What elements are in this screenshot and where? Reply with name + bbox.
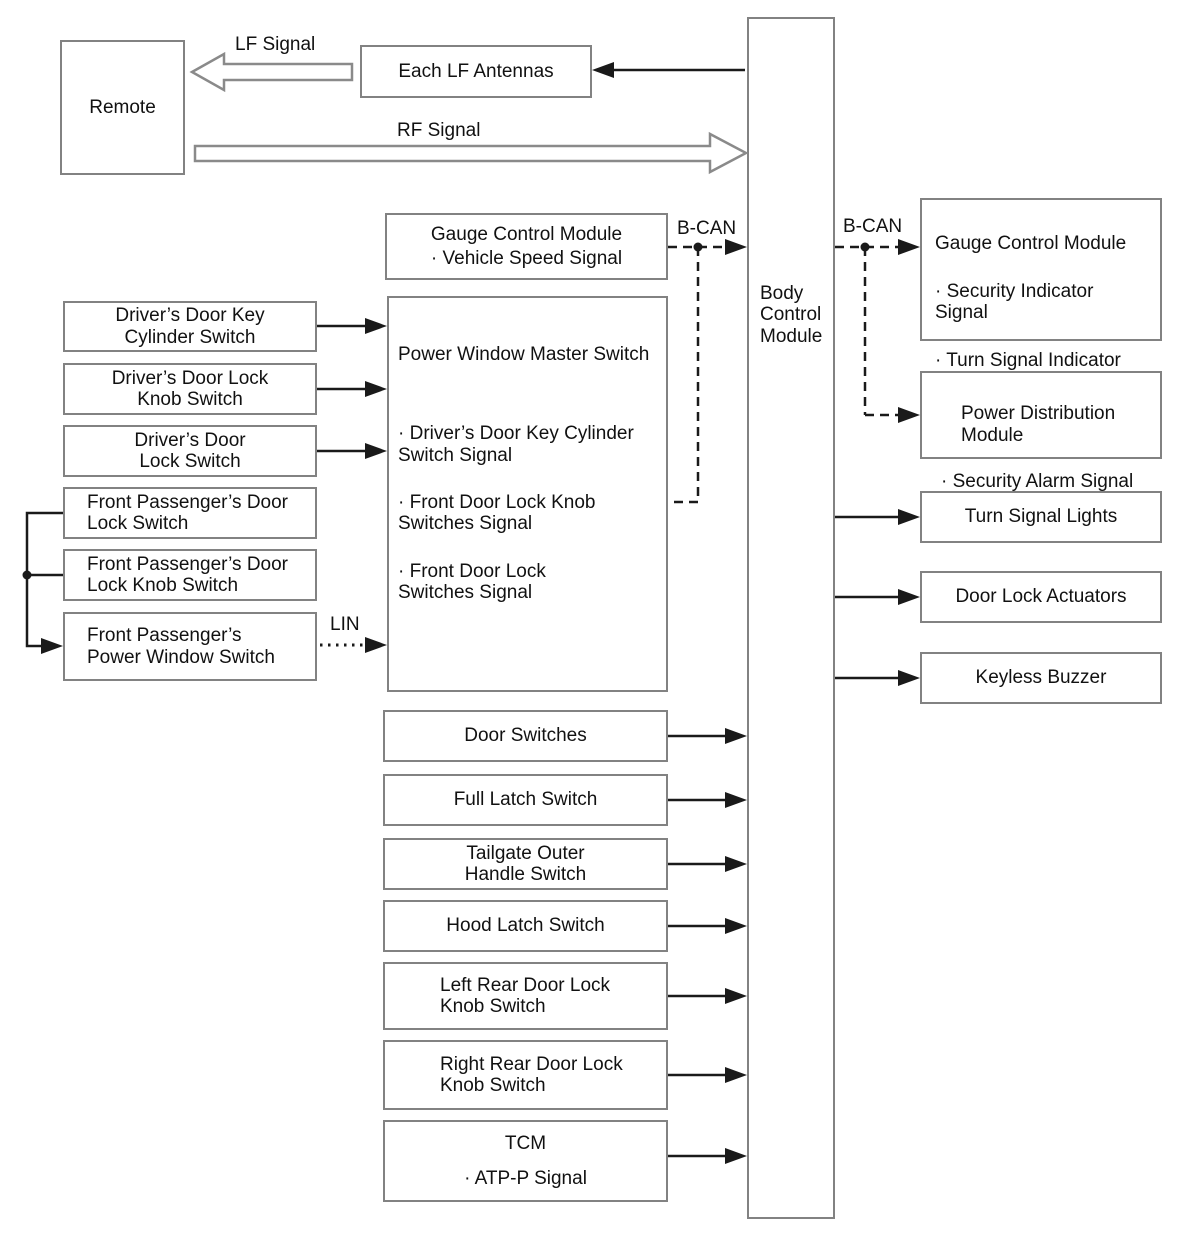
arrow-driver-key-cylinder-to-pwms: [317, 318, 387, 334]
node-front-passengers-door-lock-switch: Front Passenger’s Door Lock Switch: [63, 487, 317, 539]
node-left-rear-door-lock-knob-switch: Left Rear Door Lock Knob Switch: [383, 962, 668, 1030]
node-front-passengers-door-lock-switch-label: Front Passenger’s Door Lock Switch: [87, 491, 289, 534]
junction-dot: [860, 242, 870, 252]
bcan-right-network: [835, 239, 920, 423]
lin-link-fp-power-window-to-pwms: [320, 637, 387, 653]
node-remote-label: Remote: [89, 96, 156, 118]
node-tailgate-outer-handle-switch: Tailgate Outer Handle Switch: [383, 838, 668, 890]
node-hood-latch-switch: Hood Latch Switch: [383, 900, 668, 952]
node-full-latch-switch-label: Full Latch Switch: [453, 789, 598, 811]
node-door-switches: Door Switches: [383, 710, 668, 762]
node-power-window-master-switch-items: · Driver’s Door Key Cylinder Switch Sign…: [398, 402, 660, 630]
node-hood-latch-switch-label: Hood Latch Switch: [446, 915, 605, 937]
node-right-rear-door-lock-knob-switch: Right Rear Door Lock Knob Switch: [383, 1040, 668, 1110]
node-body-control-module-label: Body Control Module: [760, 283, 823, 347]
node-door-switches-label: Door Switches: [464, 725, 587, 747]
node-body-control-module: Body Control Module: [747, 17, 835, 1219]
node-keyless-buzzer: Keyless Buzzer: [920, 652, 1162, 704]
junction-dot: [693, 242, 703, 252]
node-drivers-door-lock-switch: Driver’s Door Lock Switch: [63, 425, 317, 477]
node-tailgate-outer-handle-switch-label: Tailgate Outer Handle Switch: [464, 842, 587, 885]
node-front-passengers-power-window-switch: Front Passenger’s Power Window Switch: [63, 612, 317, 681]
label-lin: LIN: [330, 614, 360, 635]
node-front-passengers-power-window-switch-label: Front Passenger’s Power Window Switch: [87, 625, 275, 668]
node-right-rear-door-lock-knob-switch-label: Right Rear Door Lock Knob Switch: [440, 1053, 623, 1096]
arrow-right-rear-lock-knob-to-bcm: [668, 1067, 747, 1083]
node-tcm-item: · ATP-P Signal: [464, 1167, 587, 1189]
junction-dot: [22, 570, 32, 580]
node-remote: Remote: [60, 40, 185, 175]
node-drivers-door-key-cylinder-switch: Driver’s Door Key Cylinder Switch: [63, 301, 317, 352]
label-lf-signal: LF Signal: [235, 34, 316, 55]
arrow-tcm-to-bcm: [668, 1148, 747, 1164]
node-gauge-control-module-out-title: Gauge Control Module: [935, 233, 1127, 255]
arrow-door-switches-to-bcm: [668, 728, 747, 744]
node-gauge-control-module-in-title: Gauge Control Module: [430, 223, 623, 245]
bus-front-passenger-switches: [22, 511, 63, 654]
node-left-rear-door-lock-knob-switch-label: Left Rear Door Lock Knob Switch: [440, 974, 611, 1017]
node-power-window-master-switch: Power Window Master Switch · Driver’s Do…: [387, 296, 668, 692]
node-power-window-master-switch-title: Power Window Master Switch: [398, 344, 650, 365]
node-drivers-door-lock-knob-switch: Driver’s Door Lock Knob Switch: [63, 363, 317, 415]
node-power-distribution-module-item: · Security Alarm Signal: [941, 471, 1134, 493]
arrow-driver-lock-to-pwms: [317, 443, 387, 459]
arrow-full-latch-to-bcm: [668, 792, 747, 808]
node-gauge-control-module-out: Gauge Control Module · Security Indicato…: [920, 198, 1162, 392]
node-keyless-buzzer-label: Keyless Buzzer: [975, 667, 1107, 689]
node-each-lf-antennas: Each LF Antennas: [360, 45, 592, 98]
node-power-distribution-module-title: Power Distribution Module: [961, 403, 1116, 446]
label-rf-signal: RF Signal: [397, 120, 481, 141]
node-each-lf-antennas-label: Each LF Antennas: [398, 60, 554, 82]
gcm-out-item: · Security Indicator Signal: [935, 280, 1094, 324]
label-b-can-left: B-CAN: [677, 218, 737, 239]
node-front-passengers-door-lock-knob-switch-label: Front Passenger’s Door Lock Knob Switch: [87, 553, 289, 596]
arrow-left-rear-lock-knob-to-bcm: [668, 988, 747, 1004]
pwms-item: · Front Door Lock Knob Switches Signal: [398, 492, 596, 535]
hollow-arrow-lf-signal: [189, 51, 354, 93]
node-power-distribution-module: Power Distribution Module · Security Ala…: [920, 371, 1162, 492]
node-drivers-door-key-cylinder-switch-label: Driver’s Door Key Cylinder Switch: [115, 305, 265, 348]
arrow-bcm-to-keyless-buzzer: [835, 670, 920, 686]
node-drivers-door-lock-knob-switch-label: Driver’s Door Lock Knob Switch: [111, 367, 269, 410]
node-gauge-control-module-in-item: · Vehicle Speed Signal: [430, 248, 623, 269]
arrow-hood-latch-to-bcm: [668, 918, 747, 934]
arrow-driver-lock-knob-to-pwms: [317, 381, 387, 397]
bcan-left-network: [668, 239, 747, 504]
node-full-latch-switch: Full Latch Switch: [383, 774, 668, 826]
label-b-can-right: B-CAN: [843, 216, 903, 237]
node-front-passengers-door-lock-knob-switch: Front Passenger’s Door Lock Knob Switch: [63, 549, 317, 601]
node-turn-signal-lights-label: Turn Signal Lights: [964, 506, 1118, 528]
node-tcm: TCM · ATP-P Signal: [383, 1120, 668, 1202]
node-door-lock-actuators-label: Door Lock Actuators: [955, 586, 1127, 608]
node-turn-signal-lights: Turn Signal Lights: [920, 491, 1162, 543]
node-tcm-title: TCM: [504, 1133, 547, 1155]
arrow-tailgate-outer-handle-to-bcm: [668, 856, 747, 872]
node-gauge-control-module-in: Gauge Control Module · Vehicle Speed Sig…: [385, 213, 668, 280]
arrow-bcm-to-door-lock-actuators: [835, 589, 920, 605]
arrow-bcm-to-each-lf-antennas: [592, 62, 745, 78]
arrow-bcm-to-turn-signal-lights: [835, 509, 920, 525]
node-drivers-door-lock-switch-label: Driver’s Door Lock Switch: [134, 429, 246, 472]
pwms-item: · Driver’s Door Key Cylinder Switch Sign…: [398, 423, 634, 466]
node-door-lock-actuators: Door Lock Actuators: [920, 571, 1162, 623]
pwms-item: · Front Door Lock Switches Signal: [398, 560, 546, 604]
